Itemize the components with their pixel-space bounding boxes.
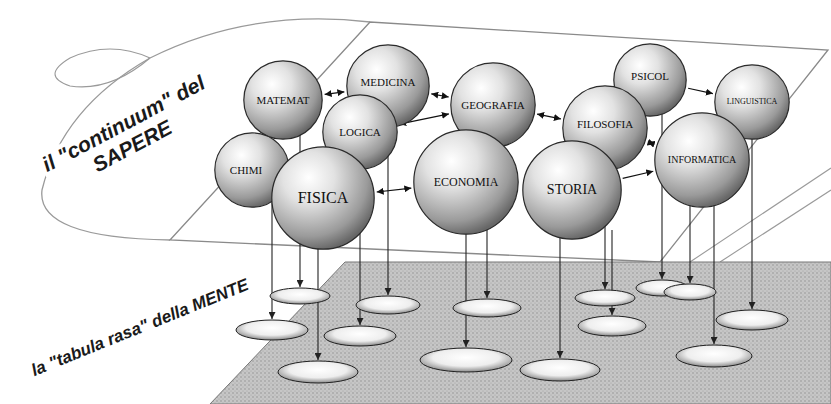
- knowledge-sphere: STORIA: [522, 140, 622, 240]
- sphere-label: ECONOMIA: [434, 176, 499, 188]
- mind-slot: [356, 296, 420, 314]
- mind-slot: [236, 320, 308, 340]
- sphere-label: FILOSOFIA: [577, 119, 633, 130]
- plane-caption-text: il "continuum" del SAPERE: [35, 71, 208, 178]
- drop-arrow: [751, 130, 752, 309]
- upper-plane: [170, 22, 828, 262]
- link-arrow: [431, 94, 448, 97]
- lower-plane: [210, 262, 831, 404]
- plane-edge-line: [720, 190, 831, 262]
- mind-slot: [270, 288, 330, 304]
- sphere-label: MATEMAT: [256, 95, 309, 106]
- link-arrow: [377, 188, 412, 192]
- plane-caption-text: la "tabula rasa" della MENTE: [26, 274, 254, 381]
- sphere-body: [272, 147, 374, 249]
- sphere-body: [523, 141, 621, 239]
- plane-caption: il "continuum" del SAPERE: [15, 60, 241, 211]
- sphere-label: LOGICA: [339, 127, 381, 138]
- sphere-body: [655, 113, 749, 207]
- drop-arrow: [559, 230, 560, 358]
- sphere-label: LINGUISTICA: [727, 98, 778, 106]
- mind-slot: [676, 345, 752, 367]
- sphere-label: MEDICINA: [361, 77, 416, 88]
- mind-slot: [575, 290, 635, 306]
- sphere-label: INFORMATICA: [668, 155, 736, 165]
- mind-slot: [278, 361, 358, 383]
- sphere-label: GEOGRAFIA: [461, 100, 525, 111]
- sphere-label: STORIA: [547, 183, 597, 197]
- sphere-label: PSICOL: [631, 71, 669, 82]
- drop-arrow: [689, 200, 690, 283]
- scroll-curl: [55, 49, 150, 87]
- mind-slot: [578, 316, 646, 336]
- mind-slot: [324, 326, 396, 346]
- knowledge-sphere: MATEMAT: [243, 60, 323, 140]
- knowledge-sphere: FISICA: [271, 146, 375, 250]
- mind-slot: [420, 348, 512, 372]
- mind-slot: [664, 284, 716, 300]
- link-arrow: [648, 142, 655, 144]
- knowledge-sphere: ECONOMIA: [413, 129, 519, 235]
- link-arrow: [623, 171, 654, 178]
- drop-arrow: [465, 230, 466, 347]
- link-arrow: [537, 114, 561, 119]
- sphere-label: FISICA: [298, 190, 349, 206]
- link-arrow: [325, 92, 345, 95]
- mind-slot: [453, 299, 521, 317]
- mind-slot: [716, 310, 788, 330]
- mind-slot: [520, 359, 600, 381]
- knowledge-sphere: INFORMATICA: [654, 112, 750, 208]
- link-arrow: [688, 88, 713, 93]
- sphere-body: [244, 61, 322, 139]
- sphere-label: CHIMI: [230, 165, 262, 176]
- plane-caption: la "tabula rasa" della MENTE: [11, 268, 269, 387]
- sphere-body: [414, 130, 518, 234]
- mind-slots: [236, 280, 788, 383]
- drop-arrow: [271, 200, 272, 319]
- drop-arrow: [713, 200, 714, 344]
